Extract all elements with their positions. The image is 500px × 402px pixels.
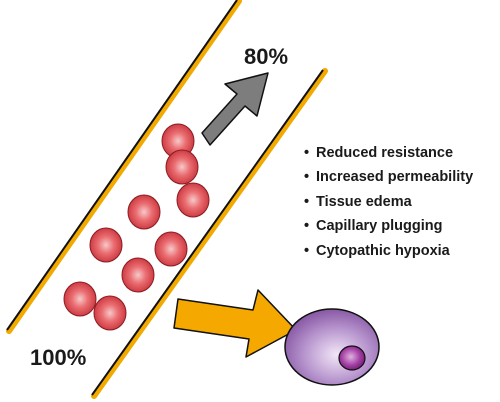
vessel-wall-left [6,0,242,334]
effect-item: • Capillary plugging [304,214,473,238]
red-blood-cell [63,281,97,317]
effect-item: • Reduced resistance [304,141,473,165]
red-blood-cell [93,295,127,331]
effect-item: • Increased permeability [304,165,473,189]
bullet: • [304,218,310,235]
effect-item: • Cytopathic hypoxia [304,239,473,263]
red-blood-cell [121,257,155,293]
cell-nucleus [338,345,366,371]
outflow-percent-label: 80% [244,44,289,69]
red-blood-cell [127,194,161,230]
tissue-arrow [173,289,297,358]
bullet: • [304,193,310,210]
red-blood-cell [154,231,188,267]
effect-text: Tissue edema [316,193,412,210]
bullet: • [304,169,310,186]
effects-list: • Reduced resistance • Increased permeabil… [304,141,473,263]
inflow-percent-label: 100% [30,345,87,370]
effect-text: Increased permeability [316,169,474,186]
effect-text: Cytopathic hypoxia [316,242,450,259]
effect-text: Reduced resistance [316,145,454,161]
red-blood-cell [165,149,199,185]
red-blood-cells [63,123,210,331]
bullet: • [304,145,310,161]
bullet: • [304,242,310,259]
flow-arrow [201,72,269,146]
effect-item: • Tissue edema [304,190,473,214]
red-blood-cell [176,182,210,218]
red-blood-cell [89,227,123,263]
effect-text: Capillary plugging [316,218,443,235]
vessel-wall-right [91,68,328,399]
tissue-cell [284,308,380,386]
